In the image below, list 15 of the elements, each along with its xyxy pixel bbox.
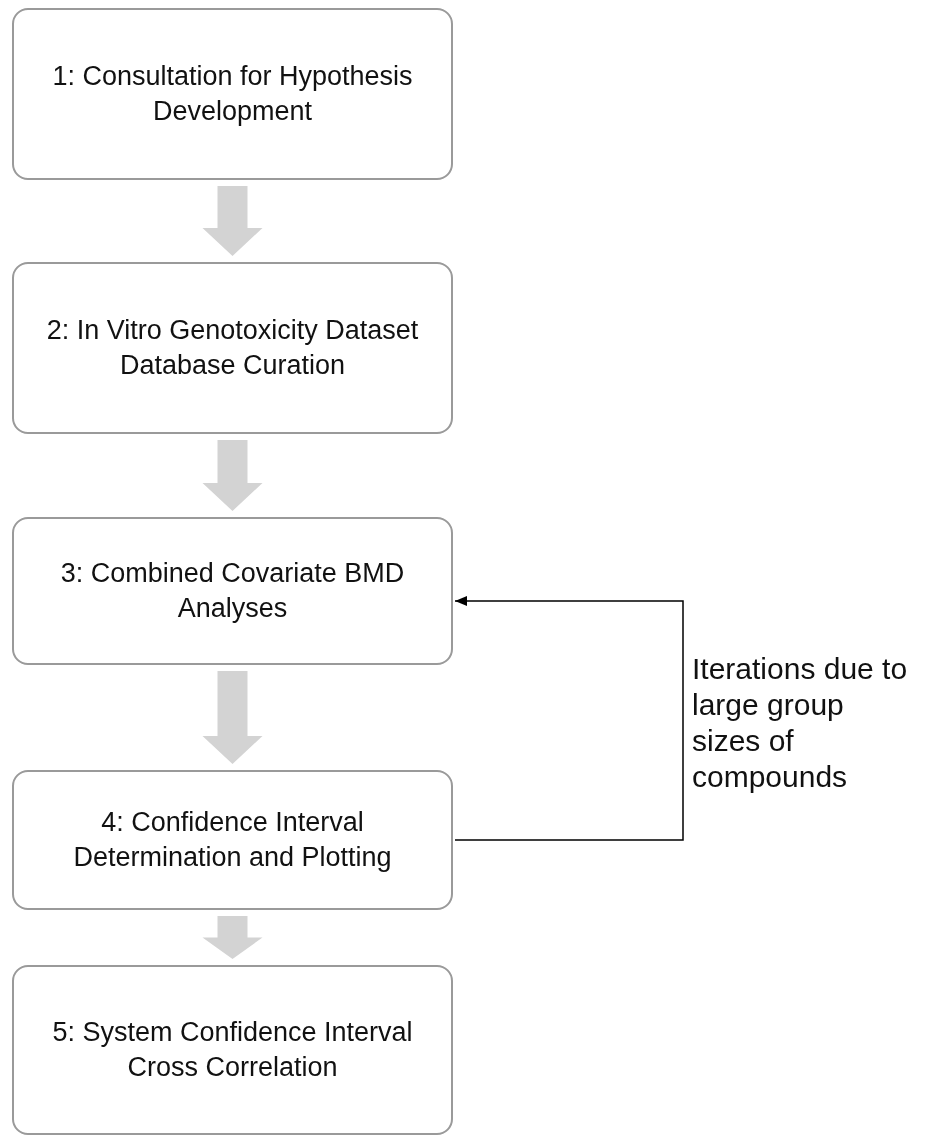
step-text: 4: Confidence Interval Determination and Plotting — [72, 805, 393, 874]
process-box — [12, 262, 453, 434]
arrow — [202, 186, 263, 256]
arrow — [202, 440, 263, 511]
arrow — [202, 671, 263, 764]
process-box — [12, 965, 453, 1135]
process-box — [12, 517, 453, 665]
process-box — [12, 770, 453, 910]
step-text: 2: In Vitro Genotoxicity Dataset Database Curation — [45, 313, 420, 382]
process-box — [12, 8, 453, 180]
step-text: 5: System Confidence Interval Cross Correlation — [51, 1015, 414, 1084]
step-text: 1: Consultation for Hypothesis Development — [51, 59, 414, 128]
arrow — [202, 916, 263, 959]
arrow — [454, 596, 684, 841]
step-text: 3: Combined Covariate BMD Analyses — [59, 556, 406, 625]
